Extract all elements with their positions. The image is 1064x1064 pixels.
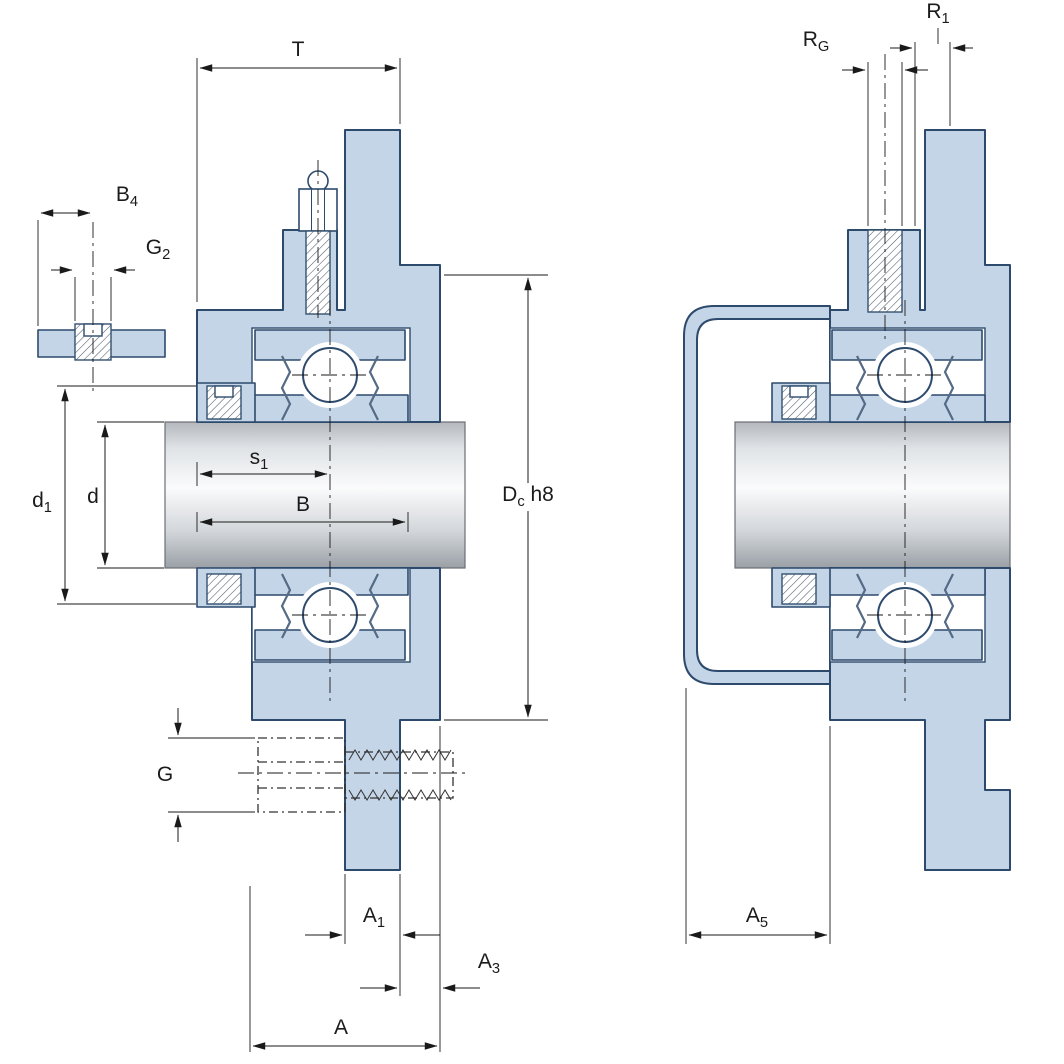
dim-label-RG: RG bbox=[802, 28, 830, 56]
dim-label-A5: A5 bbox=[745, 904, 769, 932]
dim-label-G2: G2 bbox=[145, 236, 171, 264]
dim-label-A: A bbox=[333, 1016, 349, 1040]
centerlines bbox=[92, 54, 943, 774]
dim-label-T: T bbox=[291, 38, 305, 62]
dim-label-G: G bbox=[156, 763, 174, 787]
bolt-thread bbox=[348, 749, 452, 761]
bolt-shank bbox=[344, 751, 454, 799]
set-screw-socket bbox=[214, 385, 234, 398]
dim-label-d1: d1 bbox=[32, 489, 52, 517]
dimension-lines bbox=[37, 28, 973, 1052]
dim-label-d: d bbox=[87, 485, 99, 509]
seal bbox=[855, 573, 867, 639]
dim-label-Dc-h8: Dc h8 bbox=[499, 483, 557, 511]
inner-ring-top-right bbox=[828, 394, 986, 423]
seal bbox=[280, 355, 292, 421]
mounting-bolt-phantom bbox=[257, 737, 454, 813]
right-view-pressed-flange-unit bbox=[683, 129, 1011, 871]
shaft-right bbox=[734, 421, 1011, 569]
dim-label-s1: s1 bbox=[249, 446, 269, 474]
bolt-head bbox=[257, 737, 346, 813]
grease-nipple-thread bbox=[305, 230, 331, 315]
seal bbox=[368, 355, 380, 421]
set-screw-detail-view bbox=[37, 323, 166, 361]
seal bbox=[368, 573, 380, 639]
set-screw-socket-right bbox=[789, 385, 809, 398]
bolt-thread bbox=[348, 789, 452, 801]
dim-label-A3: A3 bbox=[477, 950, 501, 978]
left-view-cast-flanged-unit bbox=[37, 129, 466, 871]
set-screw-bottom-right bbox=[781, 573, 817, 605]
seal bbox=[855, 355, 867, 421]
dim-label-B: B bbox=[295, 493, 311, 517]
shaft-left bbox=[164, 421, 466, 569]
dim-label-R1: R1 bbox=[926, 0, 950, 28]
set-screw-bottom bbox=[206, 573, 242, 605]
seal bbox=[280, 573, 292, 639]
dim-label-A1: A1 bbox=[362, 904, 386, 932]
seal bbox=[943, 355, 955, 421]
dim-label-B4: B4 bbox=[115, 183, 139, 211]
seal bbox=[943, 573, 955, 639]
